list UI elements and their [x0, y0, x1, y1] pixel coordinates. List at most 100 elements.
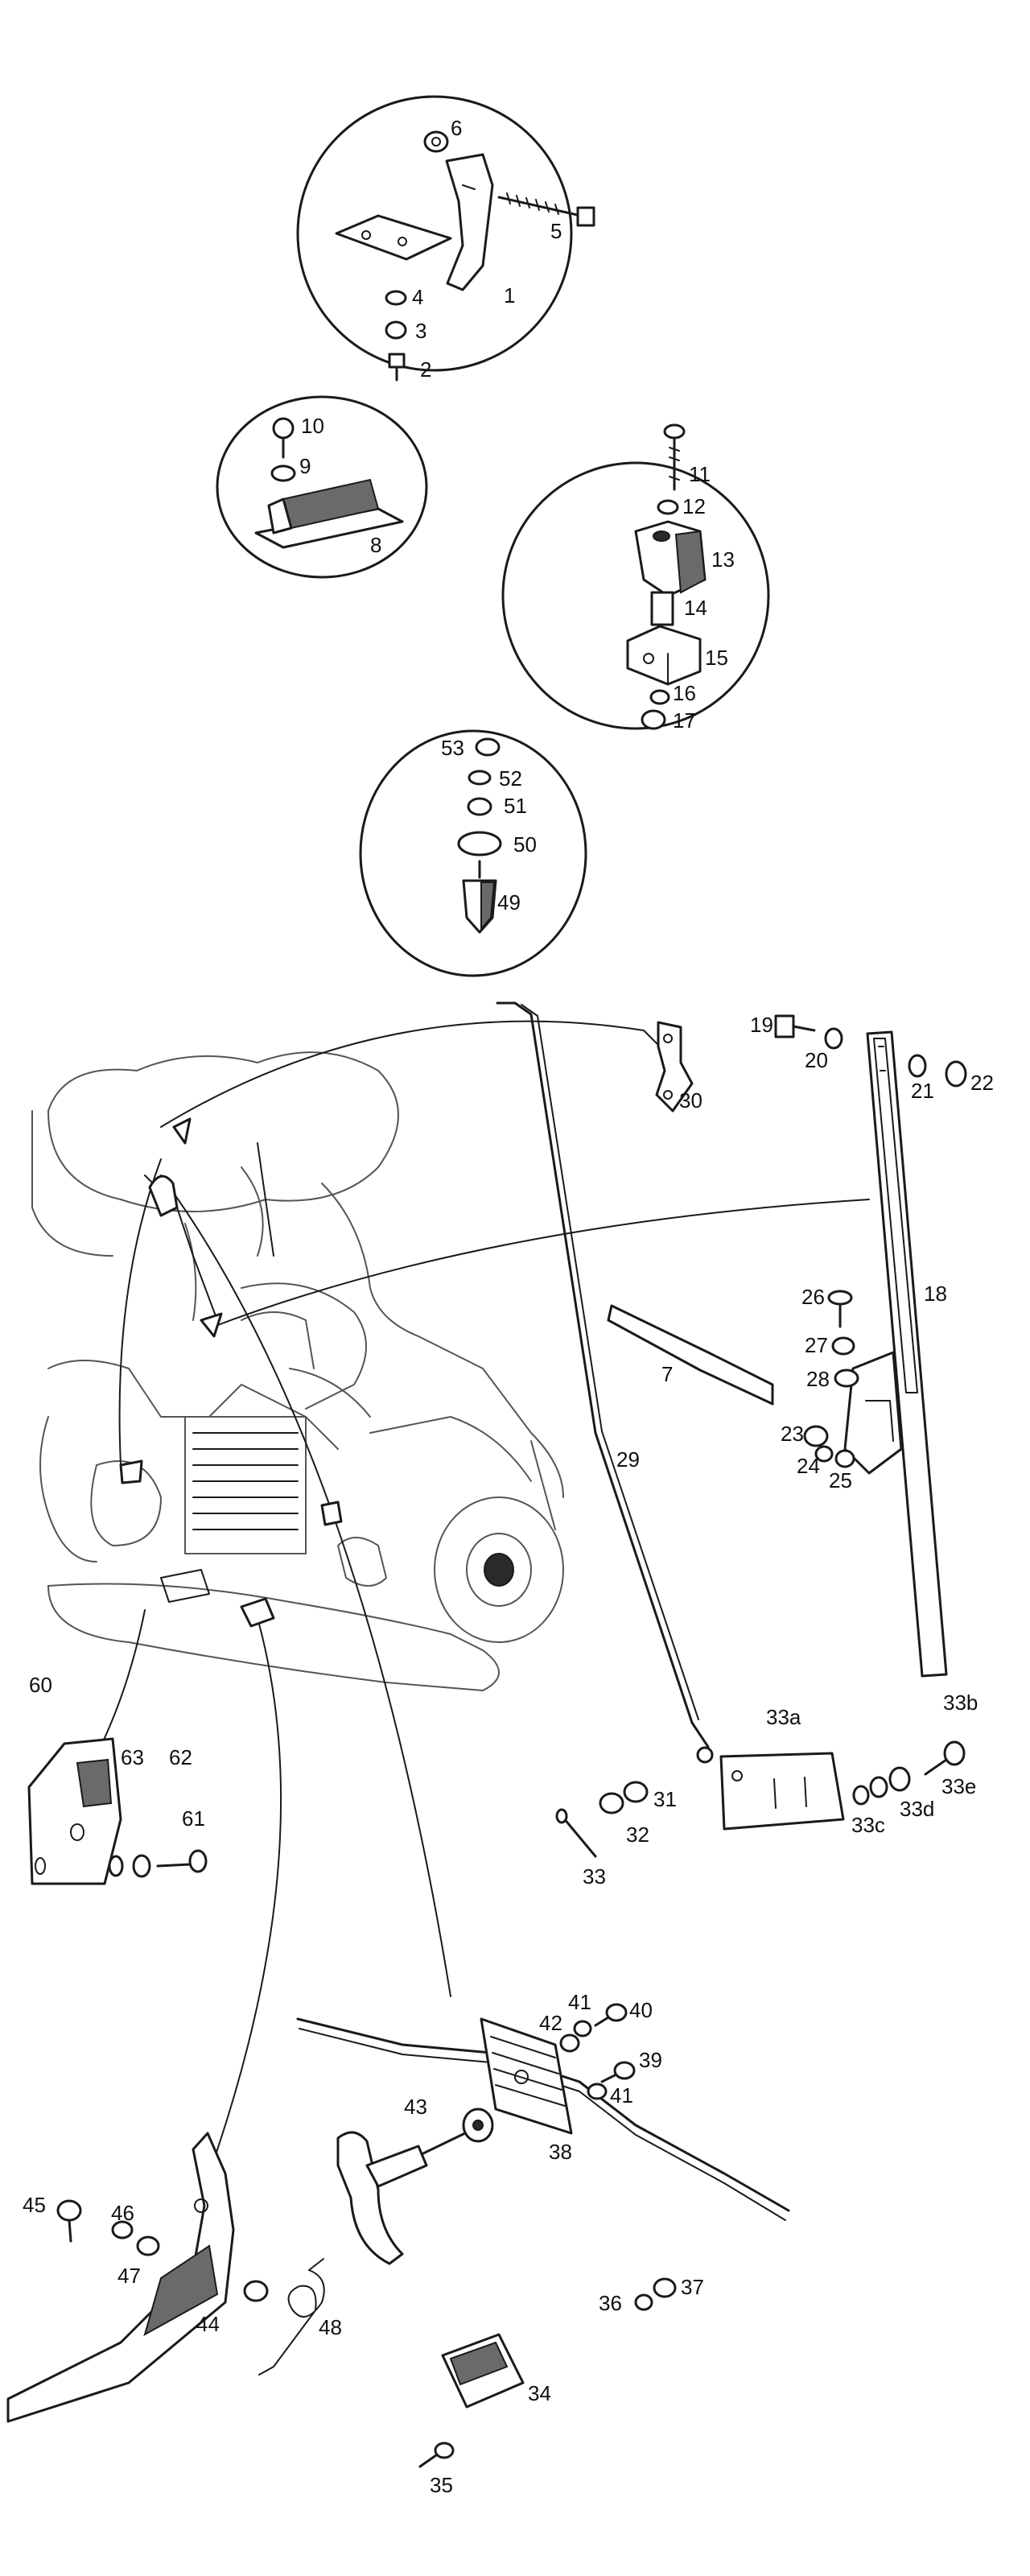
label-5: 5 [550, 219, 562, 243]
label-29: 29 [616, 1447, 640, 1472]
part-bolt-11 [663, 423, 686, 491]
part-lever-44 [6, 2132, 235, 2423]
label-1: 1 [504, 283, 515, 308]
part-labels: 1 2 3 4 5 6 7 8 9 10 11 12 13 14 15 16 1… [23, 116, 994, 2497]
label-19: 19 [750, 1013, 773, 1037]
label-63: 63 [121, 1745, 144, 1769]
label-60: 60 [29, 1673, 52, 1697]
label-33: 33 [583, 1864, 606, 1889]
label-20: 20 [805, 1048, 828, 1072]
label-45: 45 [23, 2193, 46, 2217]
part-washer-28 [834, 1368, 859, 1388]
label-10: 10 [301, 414, 324, 438]
car-grille [184, 1416, 307, 1554]
part-nut-53 [475, 737, 501, 757]
label-32: 32 [626, 1823, 649, 1847]
part-washer-41-bottom [587, 2083, 608, 2100]
label-2: 2 [420, 357, 431, 382]
label-27: 27 [805, 1333, 828, 1357]
label-22: 22 [970, 1071, 994, 1095]
label-47: 47 [117, 2264, 141, 2288]
cable-release-main [160, 1174, 451, 1997]
label-49: 49 [497, 890, 521, 914]
label-7: 7 [661, 1362, 673, 1386]
part-stay-18 [843, 1030, 948, 1678]
part-release-rod [296, 2017, 790, 2221]
part-washer-21 [908, 1054, 927, 1078]
part-nut-top [423, 130, 449, 153]
label-28: 28 [806, 1367, 830, 1391]
part-block-15 [626, 625, 702, 686]
part-bolt-39 [600, 2061, 636, 2083]
part-bolt-45 [56, 2199, 82, 2243]
label-38: 38 [549, 2140, 572, 2164]
label-33a: 33a [766, 1705, 801, 1729]
part-handle-43 [336, 2107, 494, 2265]
part-nut-17 [641, 709, 666, 730]
part-washer-32 [599, 1792, 624, 1814]
part-washer-27 [831, 1336, 855, 1356]
label-41-bottom: 41 [610, 2083, 633, 2107]
part-plate-38 [480, 2017, 573, 2135]
part-buffer-49 [462, 860, 497, 934]
label-15: 15 [705, 646, 728, 670]
label-13: 13 [711, 547, 735, 572]
part-washer-42 [559, 2033, 580, 2053]
label-53: 53 [441, 736, 464, 760]
cable-bonnet-arrow [208, 1199, 870, 1329]
part-bracket [335, 153, 494, 291]
part-washer-52 [468, 770, 492, 786]
part-washer-47 [136, 2235, 160, 2256]
label-30: 30 [679, 1088, 702, 1113]
part-bracket-33a [719, 1752, 845, 1831]
part-washer-22 [945, 1060, 967, 1088]
part-washer-24 [814, 1445, 834, 1463]
part-washer-12 [657, 499, 679, 515]
label-14: 14 [684, 596, 707, 620]
label-31: 31 [653, 1787, 677, 1811]
label-25: 25 [829, 1468, 852, 1492]
control-cables [96, 1020, 870, 2174]
label-33e: 33e [941, 1774, 976, 1798]
part-washer-33d [869, 1776, 888, 1798]
cable-bonnet-upper [160, 1020, 661, 1128]
label-62: 62 [169, 1745, 192, 1769]
label-9: 9 [299, 454, 311, 478]
part-washer-41-top [573, 2020, 592, 2037]
cable-release-lower [208, 1617, 282, 2174]
detail-circle-buffer-stack [359, 729, 587, 977]
detail-circle-rubber-block [216, 395, 428, 579]
label-37: 37 [681, 2275, 704, 2299]
part-rubber-block [254, 478, 404, 549]
part-nut-37 [653, 2277, 677, 2298]
part-grommet-31 [623, 1781, 649, 1803]
label-21: 21 [911, 1079, 934, 1103]
label-33b: 33b [943, 1690, 978, 1715]
part-prop-rod [496, 1001, 714, 1764]
part-washer-46 [111, 2220, 134, 2240]
part-clip-34 [441, 2333, 525, 2409]
label-26: 26 [801, 1285, 825, 1309]
label-44: 44 [196, 2312, 220, 2336]
detail-circle-mounting-stack [501, 423, 770, 730]
label-40: 40 [629, 1998, 653, 2022]
part-screw-10 [272, 417, 295, 459]
label-41-top: 41 [568, 1990, 591, 2014]
part-bolt-26 [827, 1290, 853, 1328]
part-bracket-60 [27, 1737, 122, 1885]
label-23: 23 [781, 1422, 804, 1446]
label-24: 24 [797, 1454, 820, 1478]
label-46: 46 [111, 2201, 134, 2225]
label-16: 16 [673, 681, 696, 705]
cable-release-left [118, 1158, 162, 1466]
part-washer-62 [132, 1854, 151, 1878]
part-washer-25 [834, 1449, 855, 1468]
part-small-bolt-2 [388, 353, 406, 382]
label-33d: 33d [900, 1797, 934, 1821]
part-bolt-40 [594, 2003, 628, 2027]
part-washer-33c [852, 1785, 870, 1806]
part-long-bolt [497, 192, 595, 227]
part-pin-33 [555, 1808, 597, 1858]
label-43: 43 [404, 2095, 427, 2119]
